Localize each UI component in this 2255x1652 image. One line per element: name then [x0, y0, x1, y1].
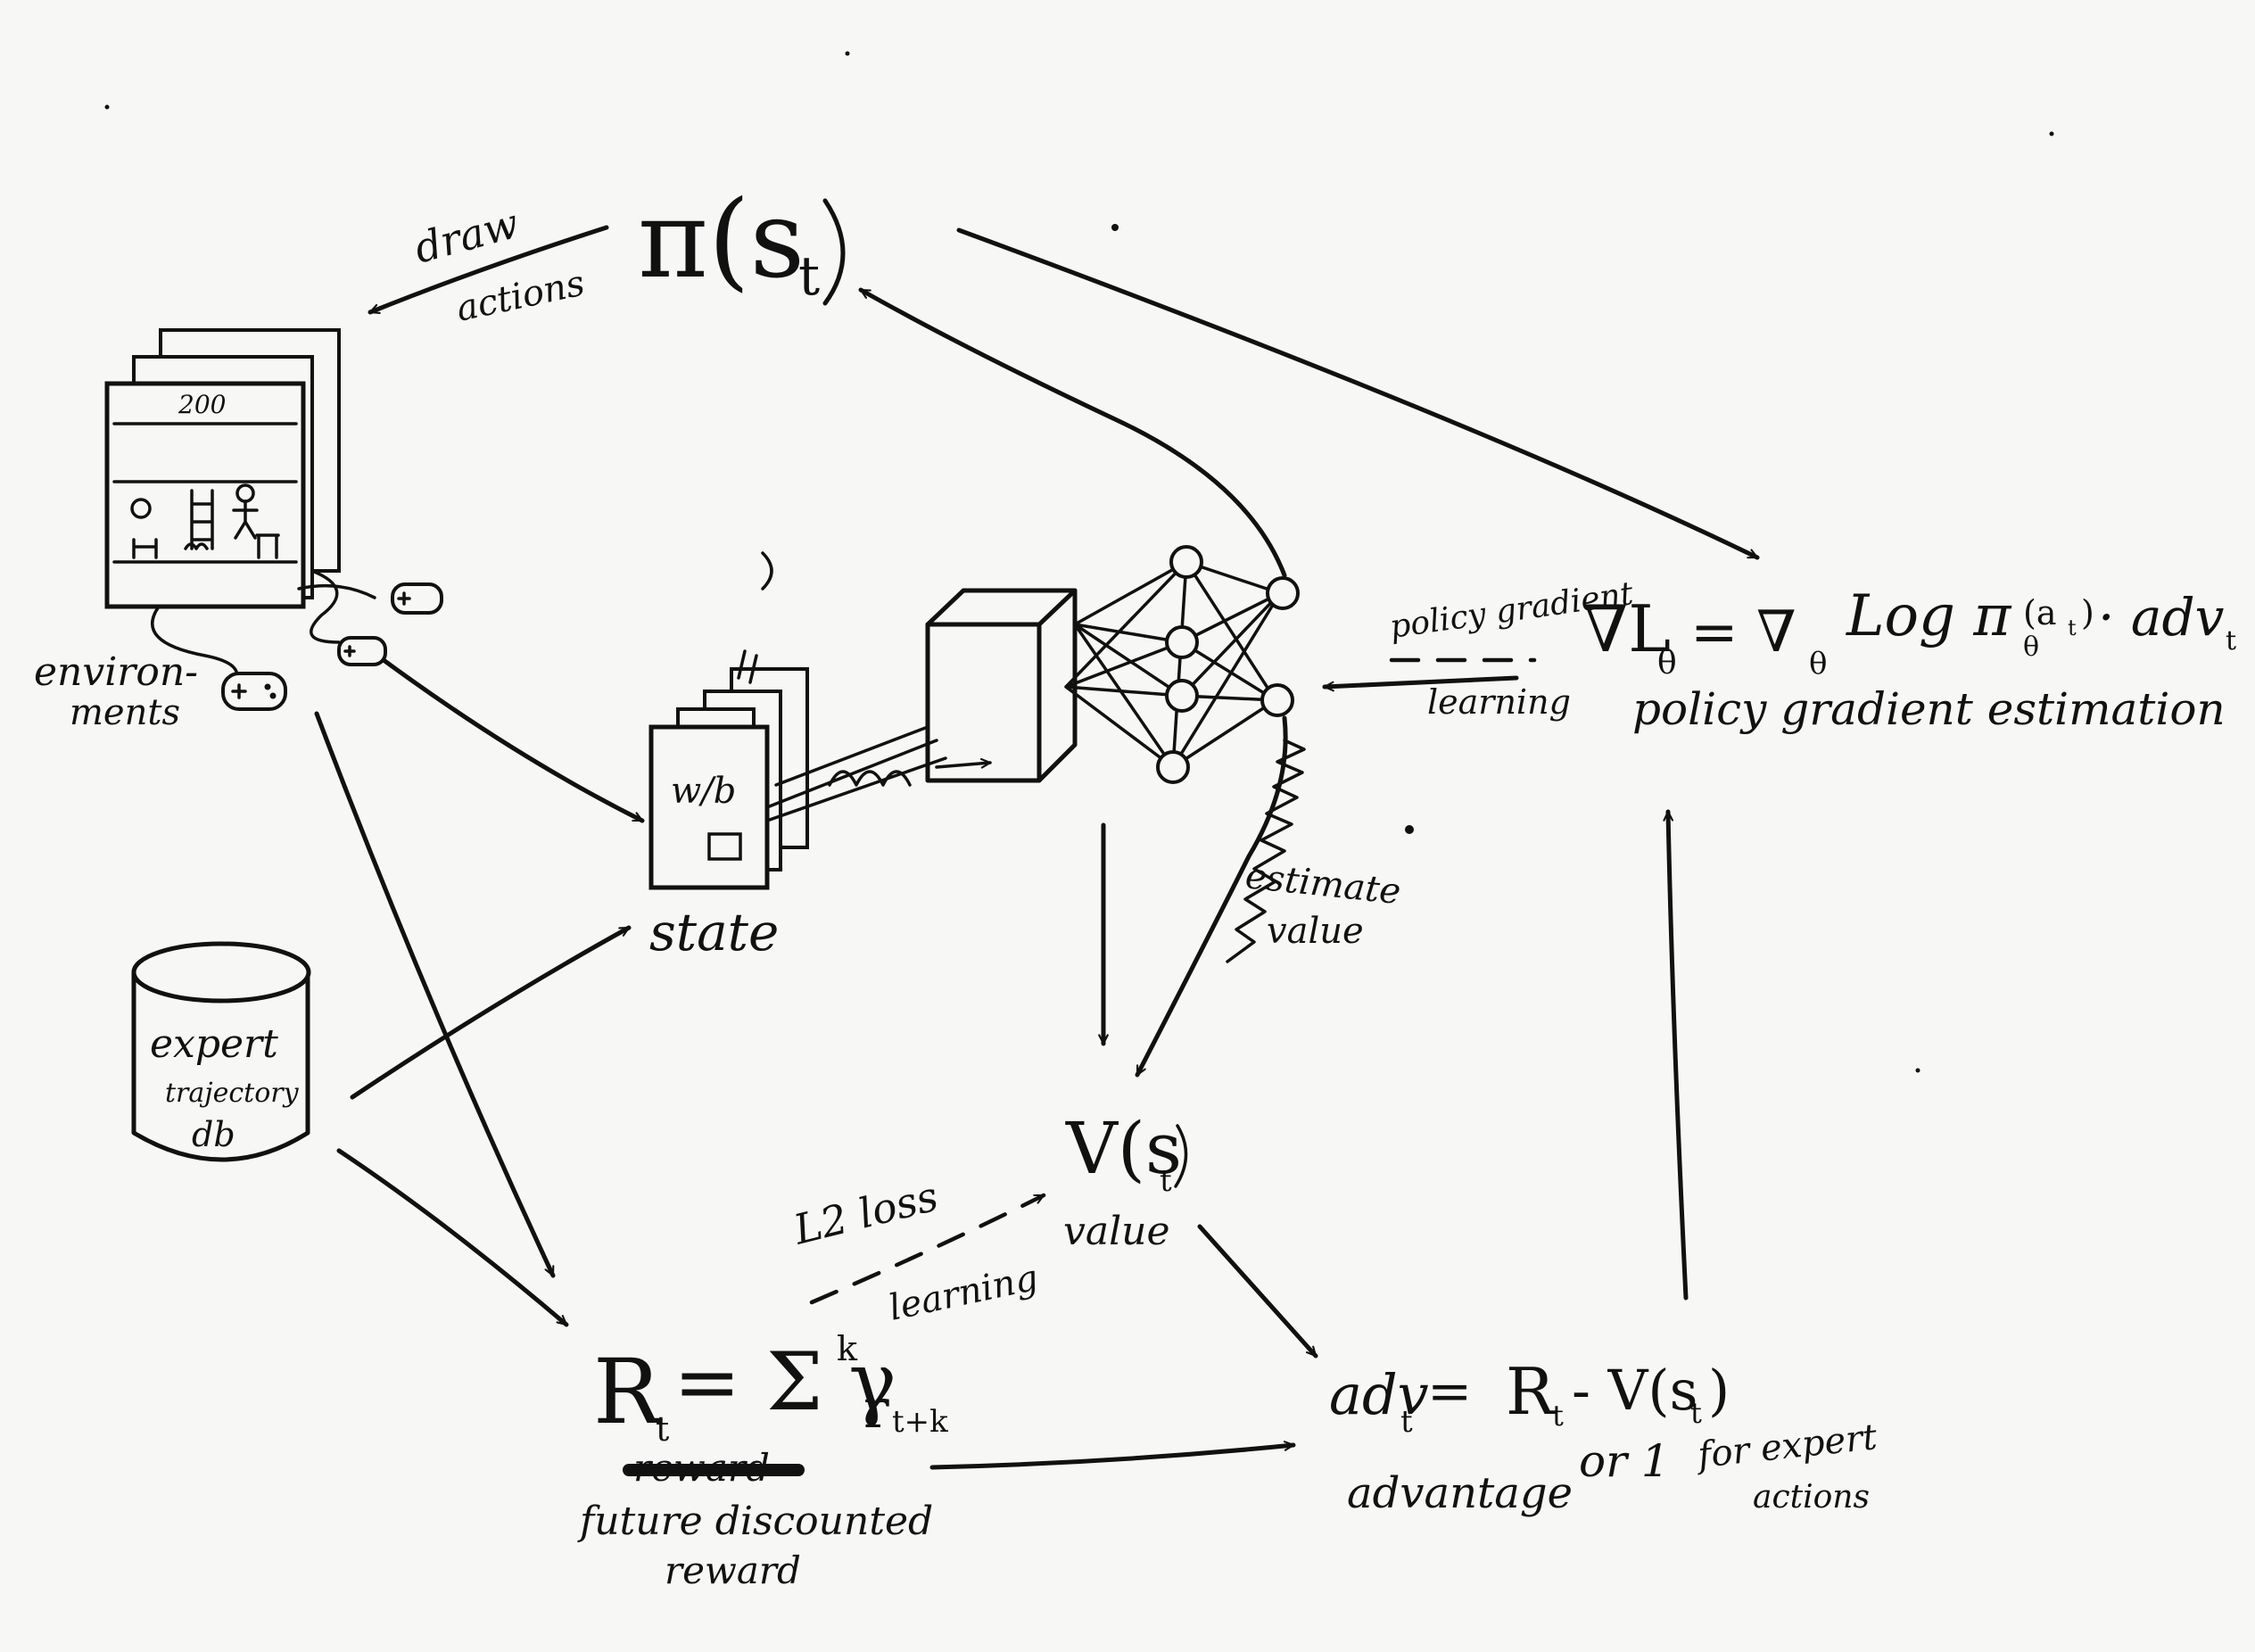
grad-adv-term: · adv: [2098, 587, 2225, 648]
return-k: k: [837, 1329, 858, 1368]
stack-ellipsis-marks: [739, 553, 772, 682]
pg-estimation-label: policy gradient estimation: [1632, 683, 2226, 735]
nn-output-policy-node: [1268, 578, 1298, 608]
policy-close-paren: [825, 201, 843, 303]
log-pi-theta-sub: θ: [2023, 632, 2039, 663]
nn-connections: [1066, 562, 1280, 767]
adv-rhs-R-sub: t: [1552, 1399, 1564, 1433]
policy-symbol: π(s: [638, 178, 805, 302]
arrow-small-into-conv: [937, 763, 990, 767]
return-R-sub: t: [656, 1409, 669, 1449]
adv-rhs-minus-v: - V(s: [1572, 1358, 1697, 1423]
grad-equals: = ∇: [1690, 599, 1797, 665]
gradient-formula: ∇L θ = ∇ θ Log π θ (a t ) · adv t: [1583, 583, 2236, 681]
advantage-formula: adv t = R t - V(s t ): [1329, 1354, 1730, 1440]
arrow-return-to-advantage: [932, 1445, 1293, 1467]
expert-label-line2: trajectory: [165, 1078, 300, 1109]
controller-cable-2: [311, 571, 339, 642]
learning-label-bottom: learning: [886, 1258, 1042, 1329]
gamepad-icon: [223, 673, 285, 709]
nn-output-value-node: [1262, 685, 1293, 715]
return-formula: R t = Σ γ k r t+k: [593, 1329, 948, 1449]
return-r: r: [863, 1378, 889, 1441]
adv-equals: =: [1427, 1360, 1472, 1423]
arrow-value-to-advantage: [1200, 1227, 1316, 1356]
adv-rhs-end: ): [1708, 1358, 1730, 1423]
state-label: state: [649, 902, 779, 962]
cube-top-face: [928, 591, 1075, 624]
db-cylinder-top: [134, 944, 309, 1001]
log-pi-arg-end: ): [2081, 593, 2094, 632]
policy-subscript: t: [798, 245, 820, 308]
or-one-label: or 1: [1579, 1435, 1670, 1487]
adv-lhs-sub: t: [1400, 1404, 1413, 1440]
neural-network: [1066, 547, 1298, 782]
adv-rhs-s-sub: t: [1690, 1396, 1702, 1430]
adv-rhs-R: R: [1506, 1354, 1556, 1429]
grad-adv-sub: t: [2226, 625, 2236, 657]
arrow-advantage-to-gradient: [1668, 812, 1686, 1298]
log-pi-arg: (a: [2023, 593, 2056, 632]
state-stack: w/b: [651, 553, 807, 888]
expert-label-line1: expert: [150, 1021, 278, 1067]
return-R: R: [593, 1340, 663, 1444]
value-estimate-label: value: [1267, 911, 1364, 952]
return-r-sub: t+k: [892, 1404, 948, 1440]
environments-label-line2: ments: [70, 692, 180, 733]
for-expert-label: for expert: [1693, 1417, 1879, 1476]
advantage-word: advantage: [1347, 1468, 1573, 1518]
arrow-expert-to-return: [339, 1151, 566, 1325]
expert-label-line3: db: [192, 1115, 235, 1154]
value-word: value: [1063, 1209, 1170, 1254]
adv-lhs: adv: [1329, 1362, 1429, 1427]
value-subscript: t: [1160, 1163, 1172, 1199]
reward-label: reward: [665, 1549, 801, 1592]
environments-label-line1: environ-: [34, 649, 198, 695]
estimate-label: estimate: [1243, 855, 1402, 913]
learning-label-top: learning: [1427, 682, 1571, 722]
arrow-network-to-policy: [861, 290, 1284, 575]
game-score: 200: [178, 390, 226, 419]
value-node: V(s t: [1065, 1107, 1186, 1199]
expert-trajectory-db: expert trajectory db: [134, 944, 309, 1160]
arrow-policy-to-gradient: [959, 230, 1757, 558]
l2-loss-label: L2 loss: [789, 1172, 943, 1254]
conv-layer-cube: [928, 591, 1075, 781]
gamepad-icon: [339, 638, 385, 665]
expert-actions-label: actions: [1753, 1479, 1870, 1516]
policy-node: π(s t: [638, 178, 843, 308]
log-pi-arg-sub: t: [2068, 615, 2077, 640]
nn-hidden-node: [1158, 752, 1188, 782]
nn-hidden-node: [1167, 627, 1197, 657]
log-pi-term: Log π: [1846, 583, 2011, 649]
future-discounted-label: future discounted: [577, 1499, 933, 1544]
gamepad-icon: [392, 584, 442, 613]
arrow-environments-to-state: [384, 660, 642, 821]
arrow-expert-to-state: [352, 928, 629, 1097]
grad-theta-sub: θ: [1657, 645, 1677, 681]
grad-theta-sub-2: θ: [1809, 646, 1827, 681]
state-frame-label: w/b: [671, 771, 736, 812]
nn-hidden-node: [1167, 681, 1197, 711]
nn-hidden-node: [1171, 547, 1202, 577]
